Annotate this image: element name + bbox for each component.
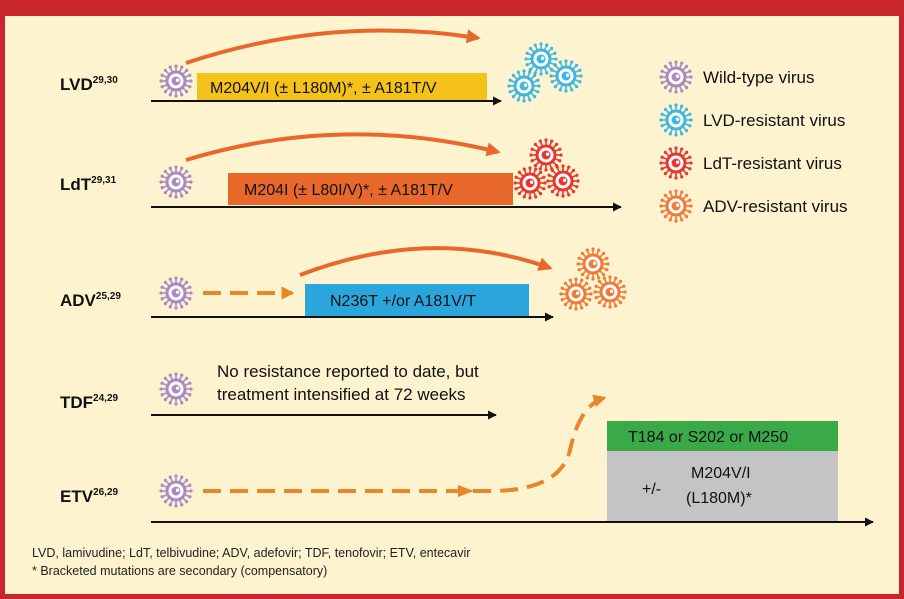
mutation-text-lvd: M204V/I (± L180M)*, ± A181T/V xyxy=(210,80,437,97)
legend-label-adv: ADV-resistant virus xyxy=(703,197,848,216)
row-lvd: LVD29,30 M204V/I (± L180M)*, ± A181T/V xyxy=(60,28,585,106)
virus-icon xyxy=(574,245,612,283)
progression-arrow-ldt xyxy=(185,132,501,162)
mutation-box-etv-top xyxy=(607,421,838,451)
mutation-box-etv-bottom xyxy=(607,451,838,521)
mutation-box-ldt xyxy=(228,173,513,205)
drug-label-adv: ADV25,29 xyxy=(60,291,121,310)
row-tdf: TDF24,29 No resistance reported to date,… xyxy=(60,362,497,420)
legend-label-ldt: LdT-resistant virus xyxy=(703,154,842,173)
dashed-arrow-etv xyxy=(203,394,607,493)
drug-label-etv: ETV26,29 xyxy=(60,487,119,506)
virus-icon xyxy=(657,144,695,182)
mutation-text-ldt: M204I (± L80I/V)*, ± A181T/V xyxy=(244,182,453,199)
virus-icon xyxy=(657,187,695,225)
virus-icon xyxy=(547,57,585,95)
mutation-text-etv-top: T184 or S202 or M250 xyxy=(628,429,788,446)
legend-label-lvd: LVD-resistant virus xyxy=(703,111,845,130)
mutation-box-lvd xyxy=(197,73,487,100)
virus-icon xyxy=(591,273,629,311)
tdf-note-line2: treatment intensified at 72 weeks xyxy=(217,385,466,404)
virus-icon xyxy=(157,62,195,100)
virus-icon xyxy=(157,472,195,510)
tdf-note-line1: No resistance reported to date, but xyxy=(217,362,479,381)
virus-icon xyxy=(657,58,695,96)
virus-icon xyxy=(557,275,595,313)
mutation-text-adv: N236T +/or A181V/T xyxy=(330,293,476,310)
virus-icon xyxy=(544,162,582,200)
progression-arrow-lvd xyxy=(185,28,481,65)
virus-icon xyxy=(657,101,695,139)
etv-mutation-line1: M204V/I xyxy=(691,465,751,482)
legend: Wild-type virus LVD-resistant virus LdT-… xyxy=(657,58,848,225)
etv-prefix: +/- xyxy=(642,481,661,498)
virus-icon xyxy=(157,370,195,408)
row-ldt: LdT29,31 M204I (± L80I/V)*, ± A181T/V xyxy=(60,132,622,212)
row-adv: ADV25,29 N236T +/or A181V/T xyxy=(60,245,629,322)
dashed-arrow-etv-mid-head xyxy=(458,485,474,497)
virus-icon xyxy=(505,67,543,105)
footnote-abbreviations: LVD, lamivudine; LdT, telbivudine; ADV, … xyxy=(32,546,471,560)
virus-icon xyxy=(157,163,195,201)
legend-label-wild: Wild-type virus xyxy=(703,68,814,87)
row-etv: ETV26,29 T184 or S202 or M250 +/- M204V/… xyxy=(60,394,874,527)
etv-mutation-line2: (L180M)* xyxy=(686,490,752,507)
drug-label-ldt: LdT29,31 xyxy=(60,175,117,194)
footnote-bracketed: * Bracketed mutations are secondary (com… xyxy=(32,564,328,578)
drug-label-lvd: LVD29,30 xyxy=(60,75,118,94)
mutation-box-adv xyxy=(305,284,529,316)
title-bar xyxy=(0,0,904,16)
virus-icon xyxy=(157,274,195,312)
virus-icon xyxy=(511,164,549,202)
drug-label-tdf: TDF24,29 xyxy=(60,393,119,412)
progression-arrow-adv xyxy=(299,246,553,277)
